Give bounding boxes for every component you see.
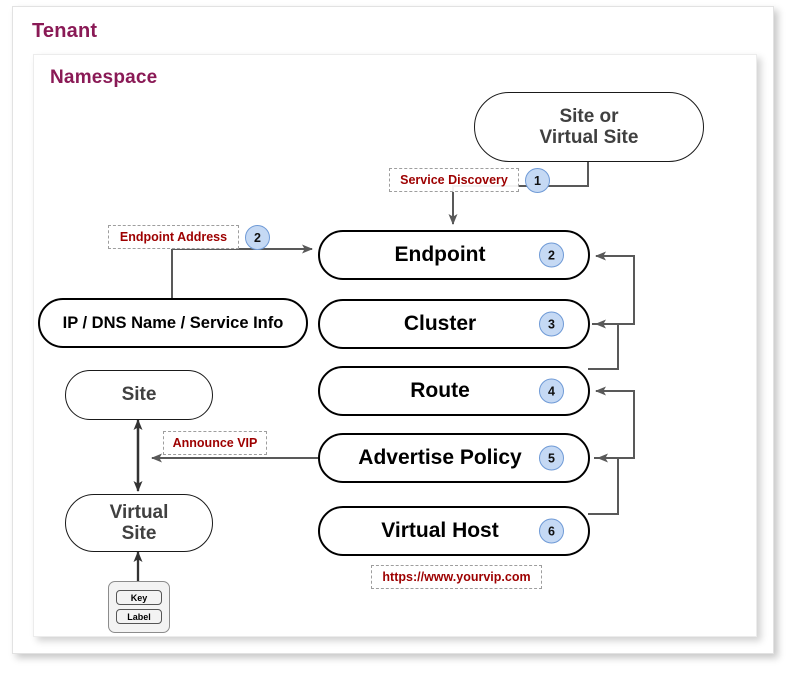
legend-key-label-box: Key Label xyxy=(108,581,170,633)
tag-endpoint-address: Endpoint Address xyxy=(108,225,239,249)
legend-key-chip: Key xyxy=(116,590,162,605)
namespace-title: Namespace xyxy=(50,67,158,88)
node-site-label: Site xyxy=(121,384,157,406)
node-virtual-host[interactable]: Virtual Host 6 xyxy=(318,506,590,556)
tag-vip-url-label: https://www.yourvip.com xyxy=(382,570,531,584)
node-cluster-badge: 3 xyxy=(539,311,564,337)
node-virtual-site[interactable]: Virtual Site xyxy=(65,494,213,552)
node-route-label: Route xyxy=(410,379,470,403)
node-advertise-policy-badge: 5 xyxy=(539,445,564,471)
tag-vip-url: https://www.yourvip.com xyxy=(371,565,542,589)
node-virtual-host-badge: 6 xyxy=(539,518,564,544)
node-route[interactable]: Route 4 xyxy=(318,366,590,416)
tenant-title: Tenant xyxy=(32,20,98,42)
node-ip-dns-service-info-label: IP / DNS Name / Service Info xyxy=(62,313,284,332)
node-virtual-host-label: Virtual Host xyxy=(381,519,499,543)
tag-announce-vip: Announce VIP xyxy=(163,431,267,455)
node-endpoint[interactable]: Endpoint 2 xyxy=(318,230,590,280)
node-virtual-site-label: Virtual Site xyxy=(109,501,169,544)
node-site[interactable]: Site xyxy=(65,370,213,420)
legend-label-chip: Label xyxy=(116,609,162,624)
tag-service-discovery-label: Service Discovery xyxy=(400,173,508,187)
tag-announce-vip-label: Announce VIP xyxy=(172,436,258,450)
node-cluster-label: Cluster xyxy=(403,312,477,336)
node-advertise-policy[interactable]: Advertise Policy 5 xyxy=(318,433,590,483)
tag-endpoint-address-label: Endpoint Address xyxy=(119,230,228,244)
node-endpoint-badge: 2 xyxy=(539,242,564,268)
node-route-badge: 4 xyxy=(539,378,564,404)
tag-service-discovery: Service Discovery xyxy=(389,168,519,192)
node-cluster[interactable]: Cluster 3 xyxy=(318,299,590,349)
tag-endpoint-address-badge: 2 xyxy=(245,225,270,250)
node-ip-dns-service-info[interactable]: IP / DNS Name / Service Info xyxy=(38,298,308,348)
node-site-or-virtual-site[interactable]: Site or Virtual Site xyxy=(474,92,704,162)
tag-service-discovery-badge: 1 xyxy=(525,168,550,193)
node-advertise-policy-label: Advertise Policy xyxy=(358,446,522,470)
node-site-or-virtual-site-label: Site or Virtual Site xyxy=(539,105,639,148)
node-endpoint-label: Endpoint xyxy=(394,243,486,267)
